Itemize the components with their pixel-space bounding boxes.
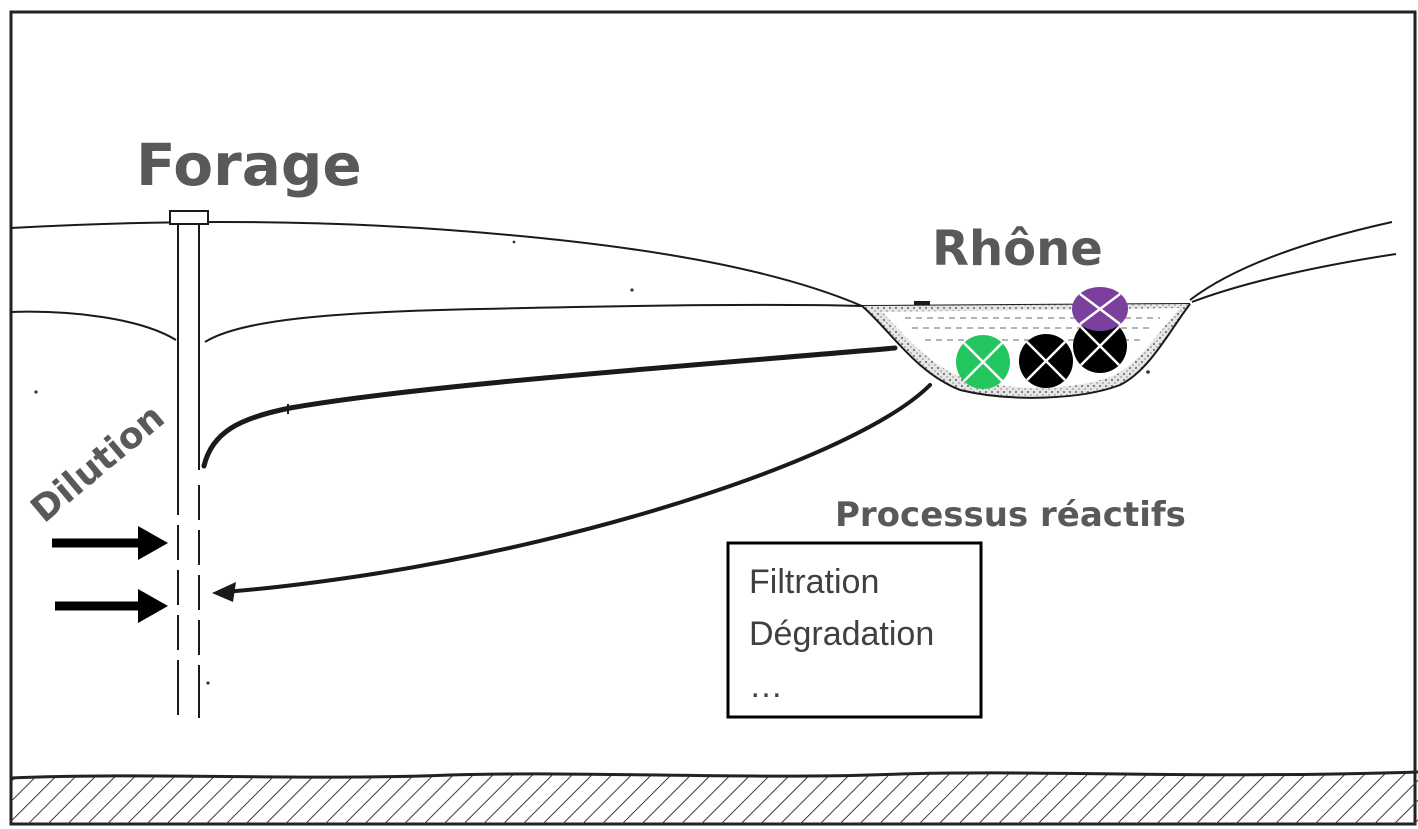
speck [34, 390, 38, 394]
diagram-frame [9, 10, 1417, 826]
dilution-arrow-2 [55, 589, 168, 623]
reactive-processes-label: Processus réactifs [835, 495, 1186, 535]
flow-arrow-lower [212, 383, 932, 602]
particle-black-1 [1019, 334, 1073, 388]
ground-surface-right-lower [1191, 253, 1397, 303]
water-table-line [10, 304, 863, 343]
well-label: Forage [136, 131, 362, 199]
speck [206, 681, 210, 685]
particle-black-2 [1073, 319, 1127, 373]
speck [630, 288, 634, 292]
river-label: Rhône [932, 221, 1103, 277]
process-box: Filtration Dégradation … [726, 541, 983, 719]
ground-surface-right [1189, 221, 1393, 301]
well-casing [169, 210, 209, 718]
process-item: Filtration [749, 563, 879, 601]
bedrock-layer [10, 770, 1418, 824]
particle-purple [1072, 287, 1128, 331]
particle-green [956, 335, 1010, 389]
speck [512, 240, 516, 244]
process-item: … [749, 667, 783, 705]
dilution-arrow-1 [52, 526, 168, 560]
speck [1146, 370, 1150, 374]
process-item: Dégradation [749, 615, 934, 653]
ground-surface-line [10, 220, 863, 307]
flow-line-upper [201, 345, 898, 469]
